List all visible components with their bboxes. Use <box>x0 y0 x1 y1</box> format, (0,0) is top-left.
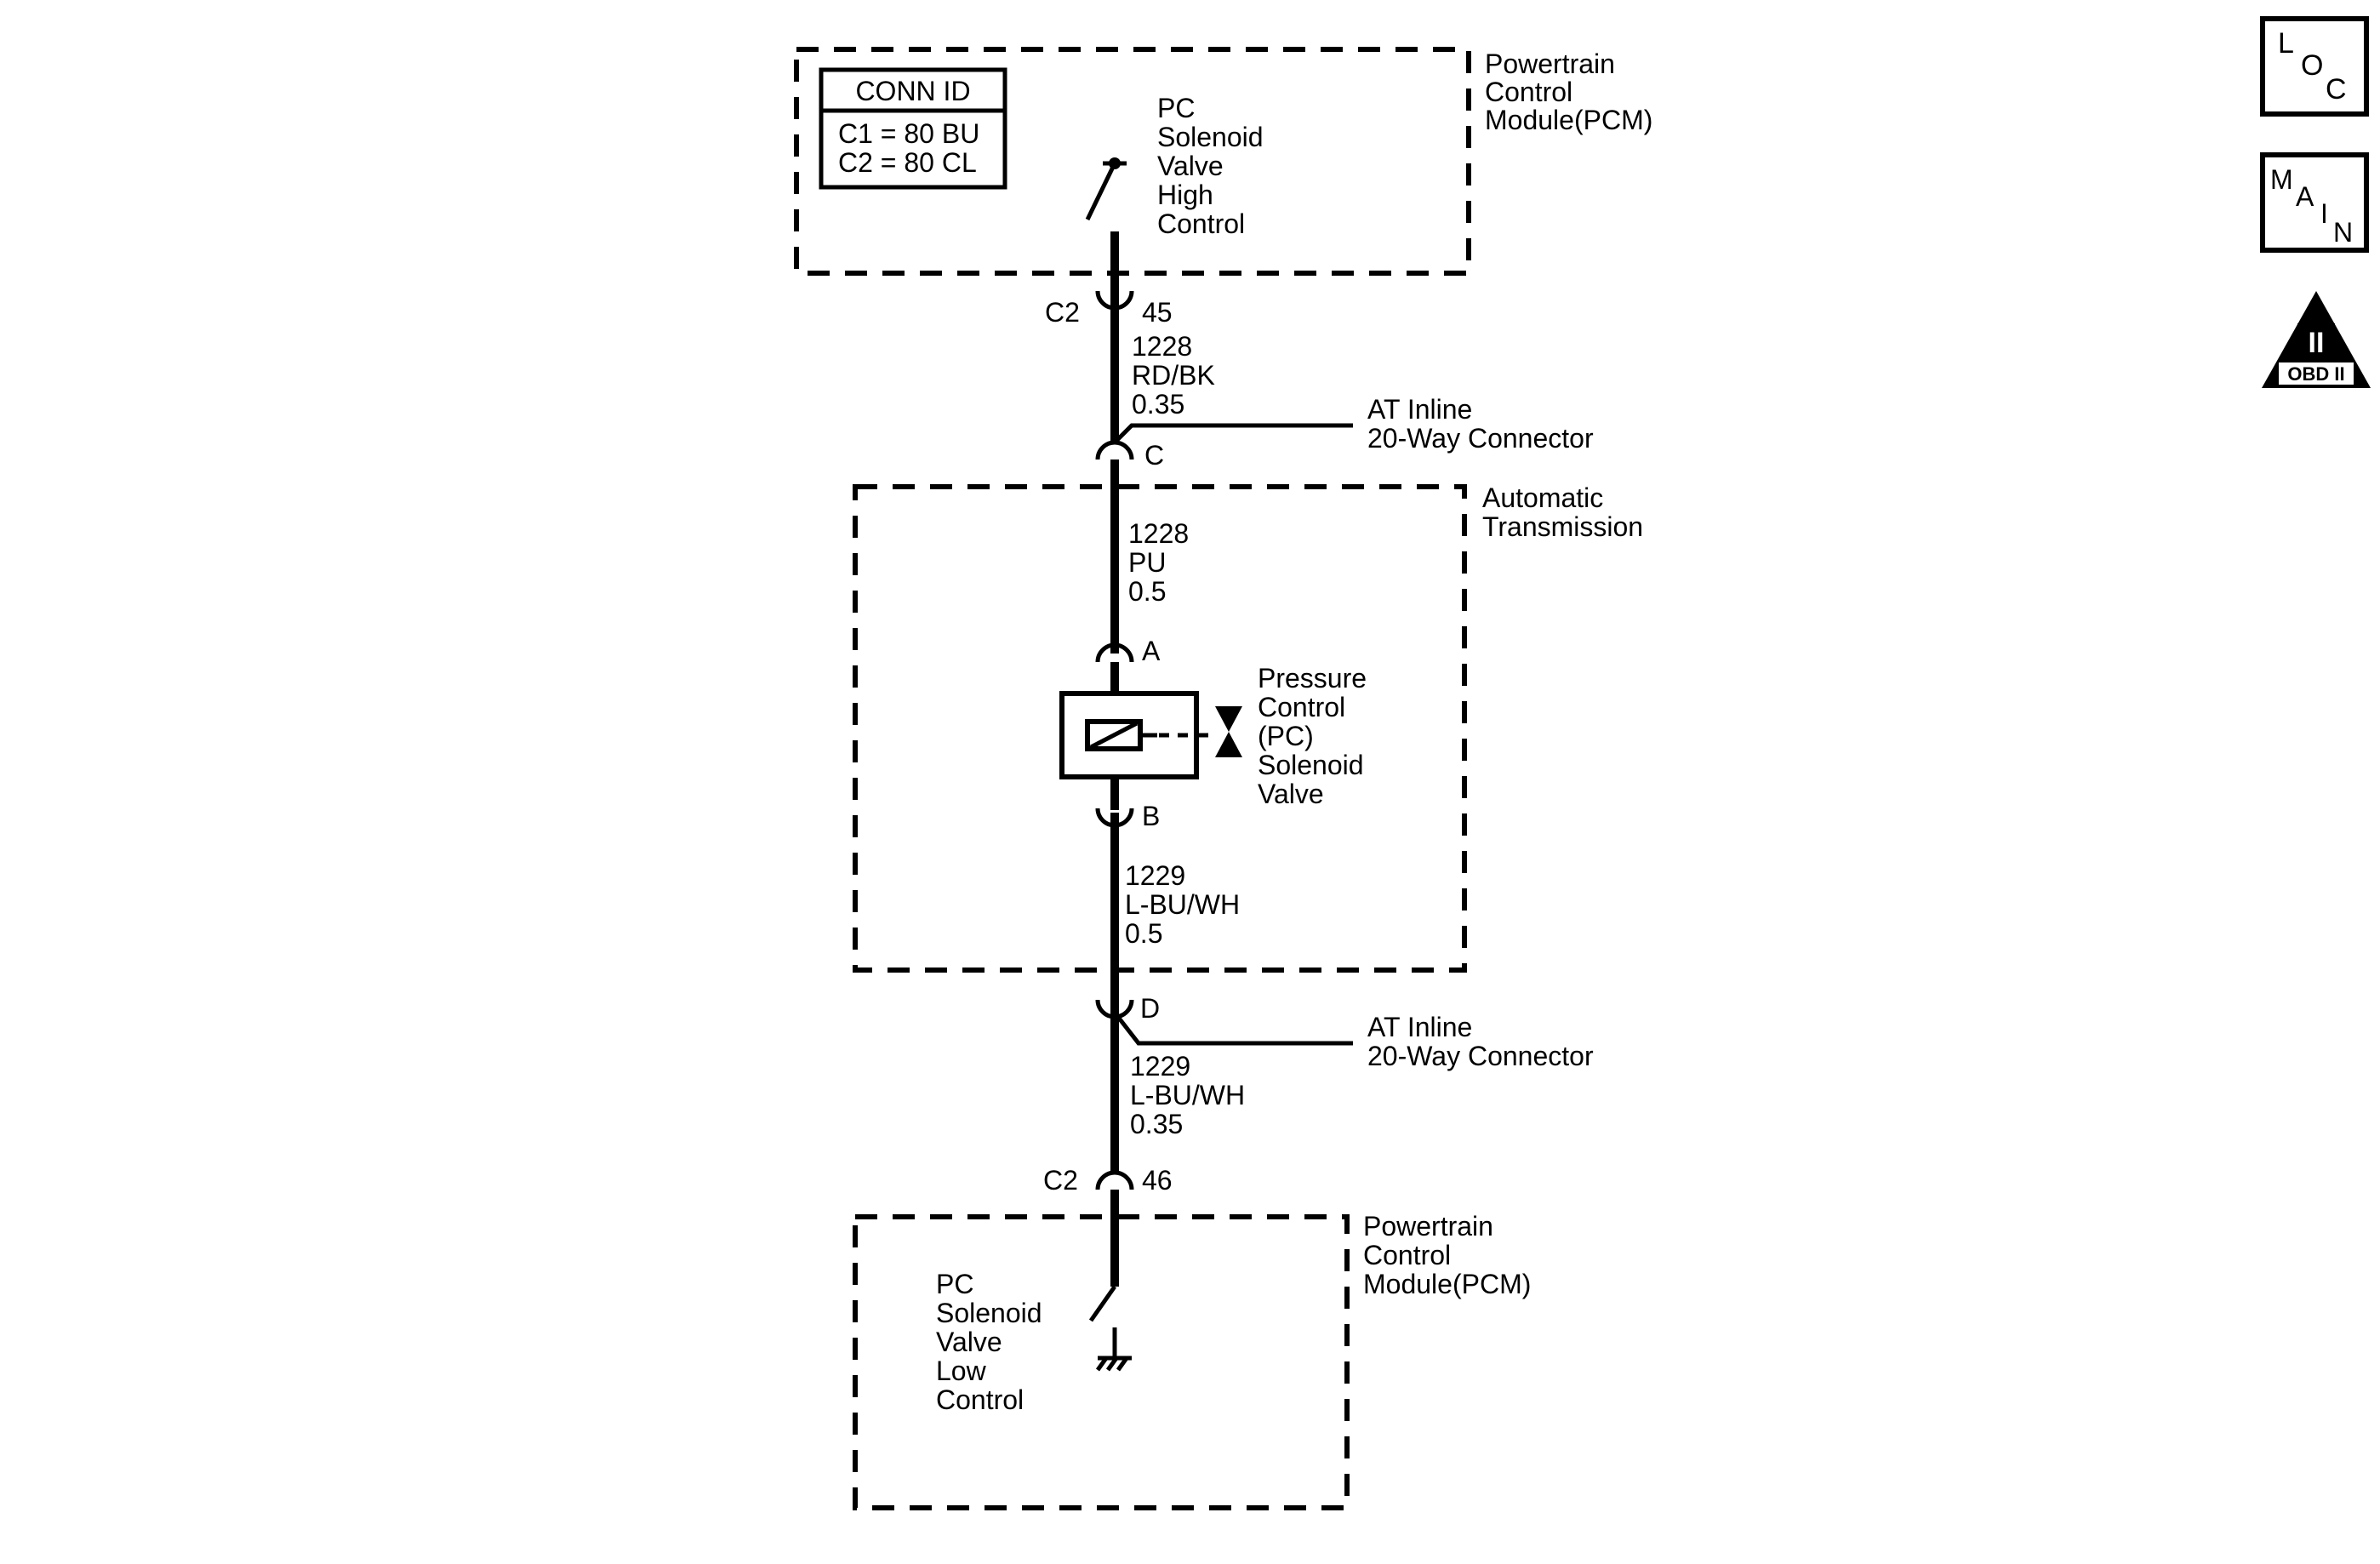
connector-c2-45: C2 45 <box>1045 290 1173 328</box>
loc-icon[interactable]: L O C <box>2260 16 2369 117</box>
wire-label-line: 0.5 <box>1125 918 1162 949</box>
obd-numeral: II <box>2309 327 2325 359</box>
high-control-label-line: High <box>1157 180 1213 210</box>
wire-label-line: 0.35 <box>1132 389 1184 420</box>
connector-name: C2 <box>1045 297 1080 328</box>
transmission-label-line: Automatic <box>1482 482 1603 513</box>
low-control-label-line: PC <box>936 1269 973 1299</box>
inline-label-line: AT Inline <box>1367 1012 1472 1042</box>
solenoid-label-line: Solenoid <box>1258 750 1364 780</box>
low-control-label-line: Low <box>936 1356 987 1386</box>
pcm-lower-label-line: Control <box>1363 1240 1451 1270</box>
pc-solenoid-symbol <box>1059 691 1242 779</box>
connector-pin: 45 <box>1142 297 1173 328</box>
wire-1229-lbuwh-035-label: 1229 L-BU/WH 0.35 <box>1130 1051 1245 1139</box>
low-control-label-line: Solenoid <box>936 1298 1042 1328</box>
pcm-lower-label: Powertrain Control Module(PCM) <box>1363 1211 1531 1299</box>
connector-pin: C <box>1144 440 1164 471</box>
connector-pin: A <box>1142 636 1161 666</box>
pcm-upper-label-line: Module(PCM) <box>1485 105 1652 135</box>
pcm-upper-label-line: Control <box>1485 77 1572 107</box>
conn-id-line: C1 = 80 BU <box>838 118 979 149</box>
low-control-label: PC Solenoid Valve Low Control <box>936 1269 1042 1415</box>
main-icon-letter: A <box>2296 181 2314 212</box>
wire-label-line: L-BU/WH <box>1130 1080 1245 1110</box>
pc-solenoid-label: Pressure Control (PC) Solenoid Valve <box>1258 663 1367 809</box>
wire-label-line: 0.5 <box>1128 576 1166 607</box>
connector-pin: B <box>1142 801 1160 831</box>
wire-label-line: 1228 <box>1132 331 1192 362</box>
connector-pin: D <box>1140 993 1160 1024</box>
main-icon-letter: I <box>2320 198 2328 229</box>
low-control-label-line: Valve <box>936 1327 1002 1357</box>
loc-icon-letter: L <box>2278 27 2294 60</box>
obd-ii-icon[interactable]: II OBD II <box>2262 291 2371 388</box>
inline-label-line: 20-Way Connector <box>1367 423 1594 454</box>
connector-pin-a: A <box>1095 636 1161 666</box>
conn-id-table: CONN ID C1 = 80 BU C2 = 80 CL <box>819 67 1007 190</box>
connector-pin-c: C <box>1095 440 1164 471</box>
wire-label-line: 1229 <box>1130 1051 1190 1082</box>
inline-leader-upper <box>1113 423 1353 444</box>
connector-pin: 46 <box>1142 1165 1173 1196</box>
pcm-lower-box <box>853 1214 1350 1510</box>
high-control-label: PC Solenoid Valve High Control <box>1157 93 1264 239</box>
wire-label-line: 0.35 <box>1130 1109 1183 1139</box>
inline-label-line: AT Inline <box>1367 394 1472 425</box>
transmission-label-line: Transmission <box>1482 511 1643 542</box>
inline-upper-label: AT Inline 20-Way Connector <box>1367 394 1594 454</box>
connector-name: C2 <box>1043 1165 1078 1196</box>
low-control-switch <box>1088 1190 1132 1372</box>
pcm-upper-label-line: Powertrain <box>1485 49 1615 79</box>
high-control-label-line: Control <box>1157 208 1245 239</box>
high-control-switch <box>1085 157 1127 294</box>
connector-pin-d: D <box>1095 993 1160 1024</box>
transmission-label: Automatic Transmission <box>1482 482 1643 542</box>
wire-1229-lbuwh-05-label: 1229 L-BU/WH 0.5 <box>1125 860 1240 949</box>
main-icon[interactable]: M A I N <box>2260 152 2369 253</box>
low-control-label-line: Control <box>936 1384 1024 1415</box>
solenoid-label-line: Valve <box>1258 779 1324 809</box>
pcm-upper-label: Powertrain Control Module(PCM) <box>1485 49 1652 135</box>
wire-label-line: 1229 <box>1125 860 1185 891</box>
loc-icon-letter: C <box>2326 73 2347 106</box>
solenoid-label-line: Control <box>1258 692 1345 722</box>
solenoid-label-line: Pressure <box>1258 663 1367 694</box>
high-control-label-line: Valve <box>1157 151 1224 181</box>
pcm-lower-label-line: Powertrain <box>1363 1211 1493 1241</box>
solenoid-label-line: (PC) <box>1258 721 1314 751</box>
inline-leader-lower <box>1113 1011 1353 1046</box>
wire-1228-pu-label: 1228 PU 0.5 <box>1128 518 1189 607</box>
high-control-label-line: Solenoid <box>1157 122 1264 152</box>
wire-label-line: L-BU/WH <box>1125 889 1240 920</box>
high-control-label-line: PC <box>1157 93 1195 123</box>
pcm-lower-label-line: Module(PCM) <box>1363 1269 1531 1299</box>
conn-id-line: C2 = 80 CL <box>838 147 977 178</box>
wire-label-line: RD/BK <box>1132 360 1215 391</box>
conn-id-title: CONN ID <box>855 76 970 106</box>
transmission-box <box>853 484 1467 973</box>
wire-label-line: PU <box>1128 547 1166 578</box>
inline-lower-label: AT Inline 20-Way Connector <box>1367 1012 1594 1071</box>
loc-icon-letter: O <box>2301 49 2323 82</box>
main-icon-letter: N <box>2333 217 2353 248</box>
wire-1228-rdbk-label: 1228 RD/BK 0.35 <box>1132 331 1215 420</box>
wire-label-line: 1228 <box>1128 518 1189 549</box>
inline-label-line: 20-Way Connector <box>1367 1041 1594 1071</box>
connector-pin-b: B <box>1095 801 1160 831</box>
connector-c2-46: C2 46 <box>1043 1165 1173 1196</box>
obd-text: OBD II <box>2287 363 2344 385</box>
main-icon-letter: M <box>2270 164 2293 195</box>
